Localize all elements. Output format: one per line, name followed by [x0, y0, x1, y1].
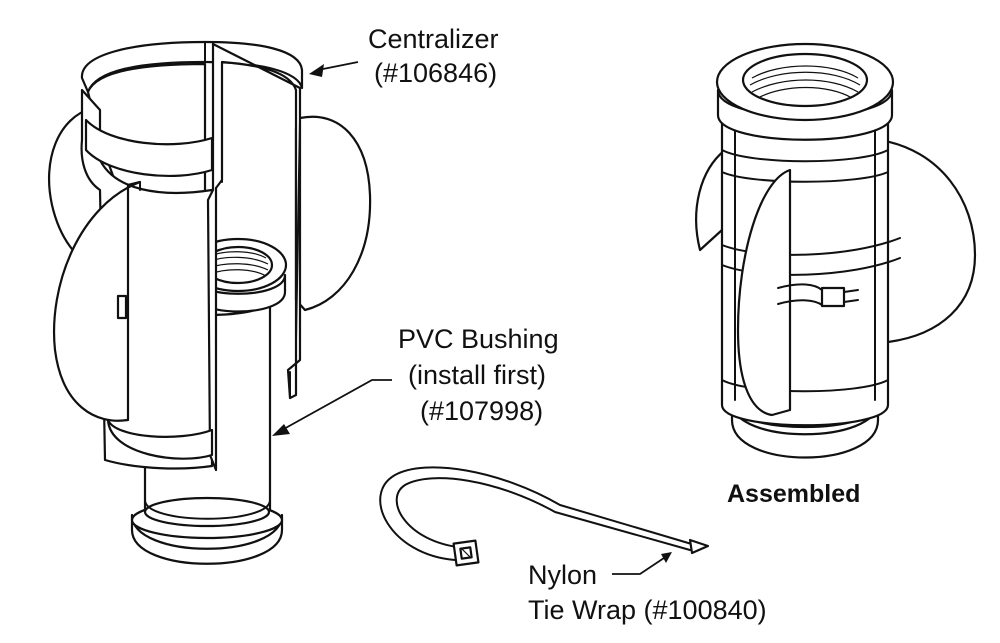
exploded-assembly: [48, 40, 392, 565]
nylon-tie-wrap: [379, 466, 710, 567]
tie-wrap-leader: [612, 557, 665, 575]
bushing-label-name: PVC Bushing: [398, 324, 559, 354]
centralizer-leader: [317, 61, 359, 71]
assembled-centralizer: [695, 42, 977, 459]
centralizer: [53, 40, 304, 472]
bushing-label-part: (#107998): [420, 396, 543, 426]
tie-wrap-label-name: Nylon: [528, 560, 597, 590]
pvc-bushing-leader: [281, 379, 392, 431]
centralizer-label-part: (#106846): [374, 58, 497, 88]
centralizer-fin-front: [53, 180, 142, 422]
bushing-label-note: (install first): [408, 360, 546, 390]
centralizer-label-name: Centralizer: [368, 24, 499, 54]
tie-wrap-label-part: Tie Wrap (#100840): [528, 595, 767, 625]
assembled-label: Assembled: [727, 480, 860, 508]
centralizer-fin-back-right: [294, 115, 372, 312]
